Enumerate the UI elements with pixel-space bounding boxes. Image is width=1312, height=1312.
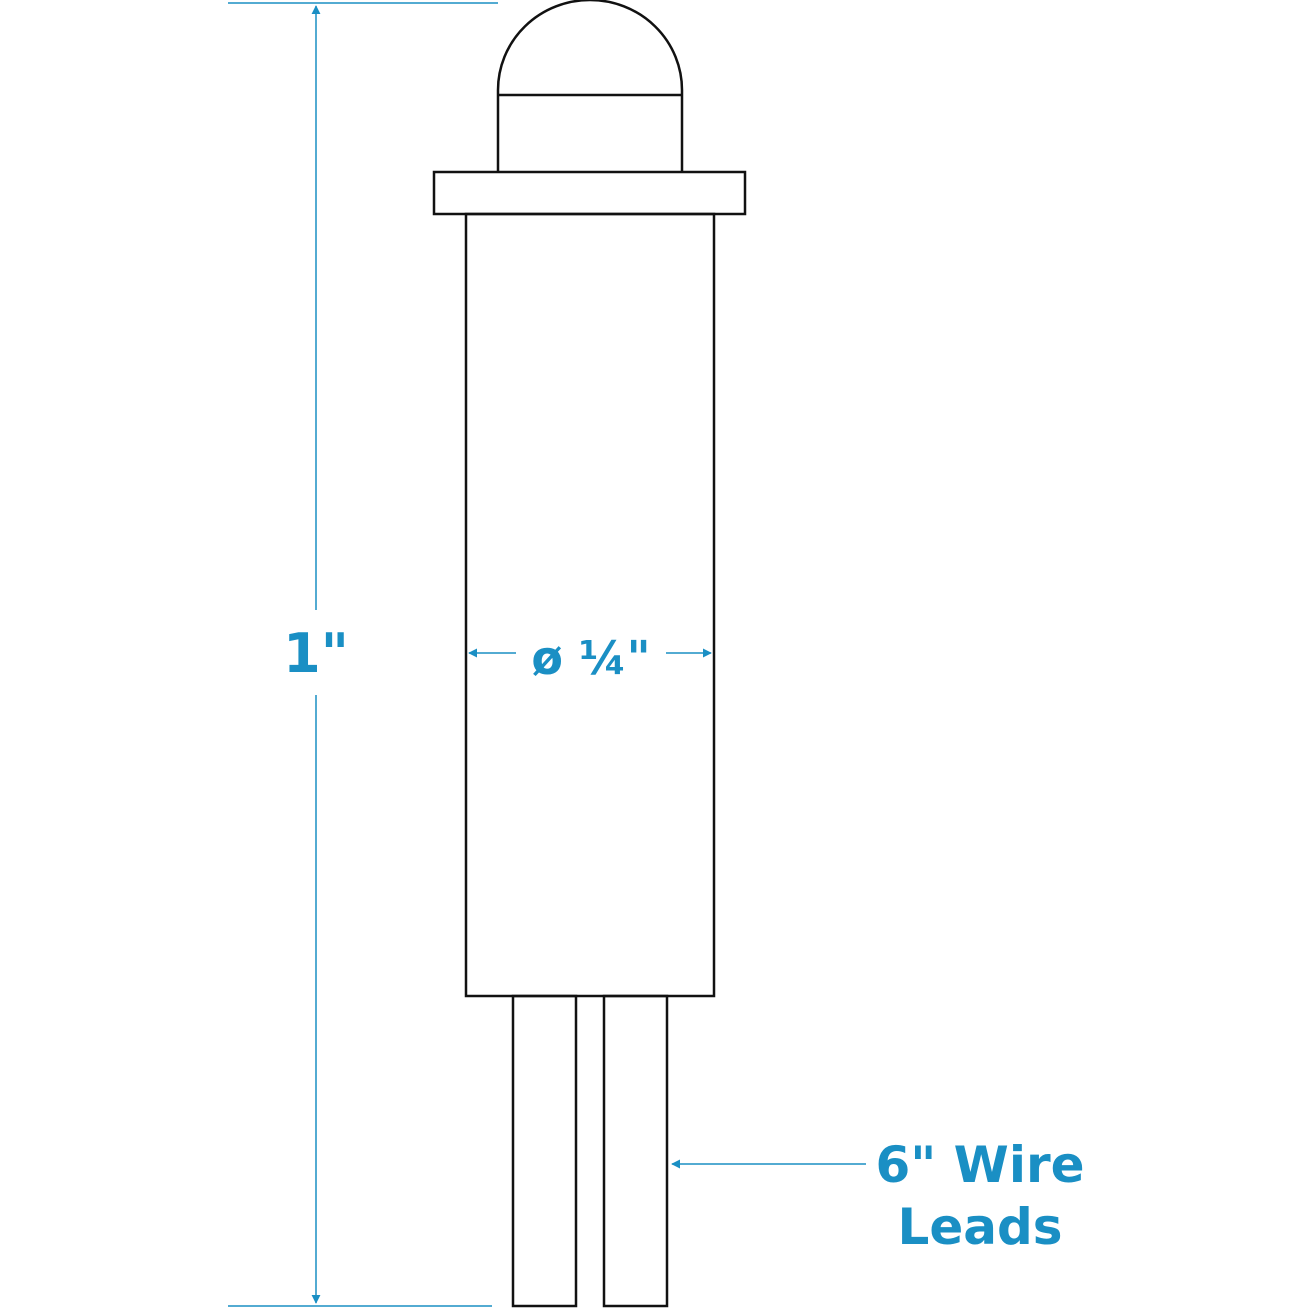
diameter-label: ø ¼": [531, 631, 650, 685]
wire-label-line2: Leads: [897, 1198, 1062, 1256]
wire-lead-right: [602, 994, 669, 1308]
led-dome: [496, 0, 684, 172]
led-component: [432, 0, 747, 1308]
led-flange: [432, 170, 747, 216]
wire-lead-left: [511, 994, 578, 1308]
height-label: 1": [283, 622, 349, 685]
led-body: [464, 212, 716, 998]
height-dimension: [228, 2, 498, 1307]
wire-label-line1: 6" Wire: [875, 1136, 1084, 1194]
